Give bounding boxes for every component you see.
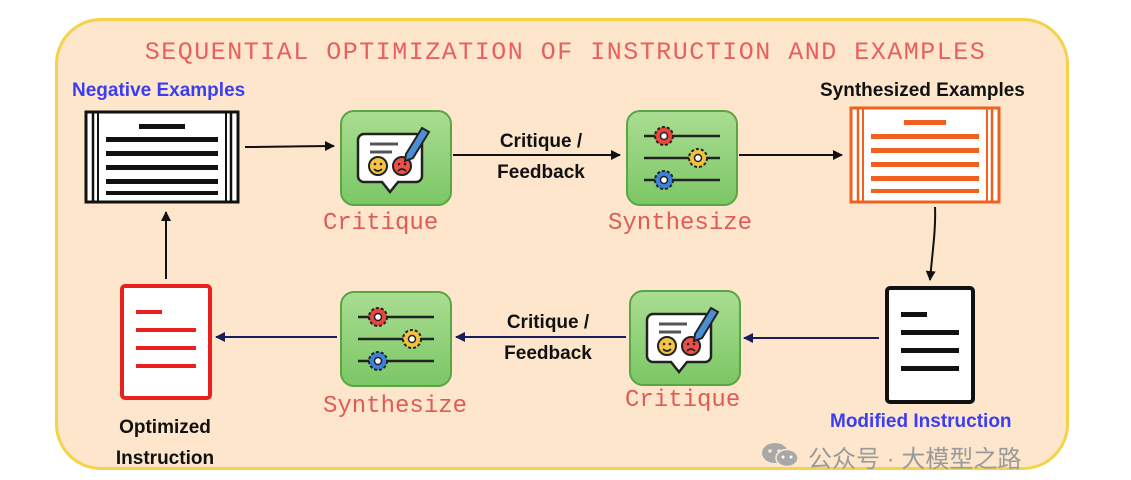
negative-examples-label: Negative Examples [72, 80, 246, 101]
top-feedback-line2: Feedback [497, 162, 585, 183]
optimized-instruction-doc-icon [120, 284, 212, 400]
modified-instruction-label: Modified Instruction [830, 411, 1012, 432]
bottom-critique-tile [629, 290, 741, 386]
synthesized-examples-label: Synthesized Examples [820, 80, 1025, 101]
synthesized-examples-doc-icon [849, 106, 1001, 204]
optimized-instruction-line1: Optimized [119, 417, 211, 438]
top-synthesize-caption: Synthesize [608, 210, 753, 237]
critique-icon [356, 126, 431, 195]
top-synthesize-tile [626, 110, 738, 206]
settings-sliders-icon [644, 126, 720, 190]
bottom-feedback-line1: Critique / [506, 312, 590, 333]
bottom-synthesize-caption: Synthesize [323, 393, 468, 420]
top-feedback-label: Critique / Feedback [478, 126, 604, 188]
bottom-synthesize-tile [340, 291, 452, 387]
modified-instruction-doc-icon [885, 286, 975, 404]
optimized-instruction-label: Optimized Instruction [110, 412, 220, 474]
top-feedback-line1: Critique / [499, 131, 583, 152]
bottom-feedback-label: Critique / Feedback [485, 307, 611, 369]
optimized-instruction-line2: Instruction [115, 448, 215, 469]
arrow-synthesized-to-modified [925, 206, 937, 281]
negative-examples-doc-icon [84, 110, 240, 204]
watermark-text: 公众号 · 大模型之路 [808, 446, 1022, 473]
bottom-critique-caption: Critique [625, 387, 741, 414]
bottom-feedback-line2: Feedback [504, 343, 592, 364]
diagram-title: SEQUENTIAL OPTIMIZATION OF INSTRUCTION A… [144, 38, 987, 67]
arrow-negative-to-critique [244, 141, 335, 152]
settings-sliders-icon [358, 307, 434, 371]
critique-icon [645, 306, 720, 375]
wechat-icon [762, 443, 799, 468]
top-critique-caption: Critique [323, 210, 439, 237]
top-critique-tile [340, 110, 452, 206]
